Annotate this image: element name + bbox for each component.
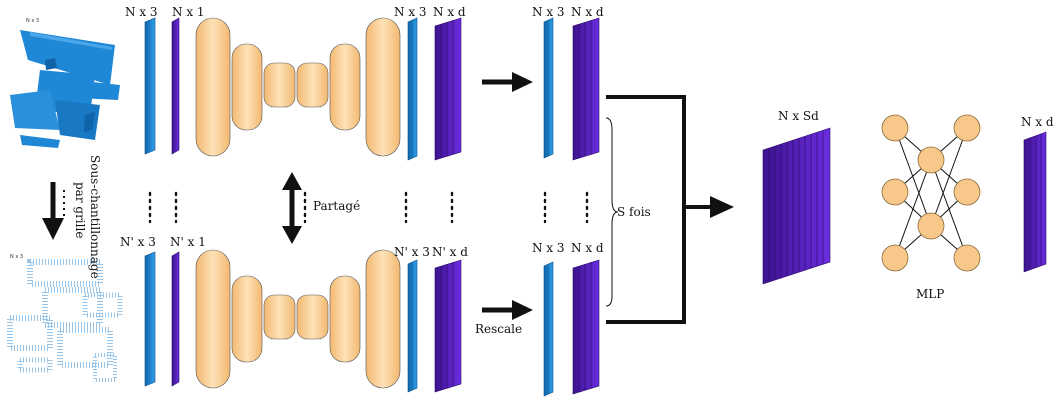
encoder-bottom [195, 249, 401, 389]
label-bot-npx3: N' x 3 [120, 235, 156, 249]
label-top-nx1: N x 1 [172, 5, 205, 19]
mlp-network [881, 114, 981, 272]
merge-arrowhead [710, 196, 734, 218]
subsample-label-1: Sous-chantillonnage [88, 155, 102, 279]
label-partage: Partagé [313, 199, 360, 213]
vector-top-r-coords [543, 17, 554, 159]
vector-bot-coords [144, 251, 156, 387]
ellipsis-dots [148, 191, 589, 224]
vector-bot-r-features [572, 259, 600, 395]
label-bot-r-nxd: N x d [571, 241, 604, 255]
label-nxsd: N x Sd [778, 109, 819, 123]
label-top-r-nxd: N x d [571, 5, 604, 19]
mlp-node [953, 244, 981, 272]
label-top-nx3: N x 3 [125, 5, 158, 19]
mlp-node [881, 178, 909, 206]
label-mlp: MLP [916, 287, 944, 301]
vector-top-out-features [434, 17, 462, 161]
arrow-bottom-right [482, 300, 533, 320]
label-s-fois: S fois [617, 205, 651, 219]
brace [605, 117, 619, 307]
point-cloud-dense: N x 3 [10, 18, 120, 148]
svg-text:N x 3: N x 3 [10, 254, 23, 260]
mlp-node [881, 244, 909, 272]
shared-arrow [282, 172, 302, 244]
vector-concat-features [762, 127, 831, 285]
vector-bot-r-coords [543, 261, 554, 397]
vector-final-features [1023, 131, 1047, 273]
encoder-top [195, 17, 401, 157]
vector-top-coords [144, 17, 156, 155]
mlp-node [917, 212, 945, 240]
vector-top-feature [171, 17, 180, 155]
point-cloud-sparse: N x 3 [7, 254, 123, 382]
label-top-r-nx3: N x 3 [532, 5, 565, 19]
label-rescale: Rescale [475, 322, 522, 336]
vector-top-out-coords [407, 17, 418, 161]
mlp-node [917, 146, 945, 174]
mlp-node [953, 178, 981, 206]
label-top-out-nxd: N x d [433, 5, 466, 19]
vector-bot-out-coords [407, 259, 418, 393]
merge-connector [606, 95, 714, 324]
label-top-out-nx3: N x 3 [394, 5, 427, 19]
label-bot-out-npxd: N' x d [432, 245, 468, 259]
vector-bot-feature [171, 251, 180, 387]
label-bot-r-nx3: N x 3 [532, 241, 565, 255]
label-bot-npx1: N' x 1 [170, 235, 206, 249]
mlp-node [881, 114, 909, 142]
label-final-nxd: N x d [1021, 115, 1054, 129]
vector-top-r-features [572, 17, 600, 161]
subsample-arrow [42, 182, 65, 240]
label-bot-out-npx3: N' x 3 [394, 245, 430, 259]
svg-text:N x 3: N x 3 [26, 18, 39, 24]
mlp-node [953, 114, 981, 142]
arrow-top-right [482, 72, 533, 92]
subsample-label-2: par grille [73, 182, 87, 238]
vector-bot-out-features [434, 259, 462, 393]
